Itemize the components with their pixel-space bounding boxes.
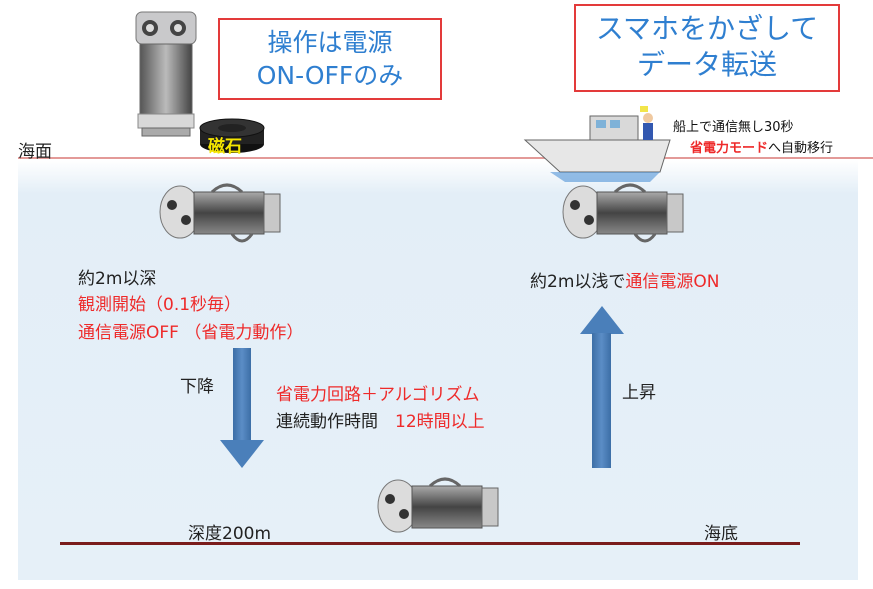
device-ascending-illustration [562, 183, 684, 243]
device-upright-illustration [135, 11, 197, 137]
callout-operation: 操作は電源 ON-OFFのみ [218, 18, 442, 100]
continuous-prefix: 連続動作時間 [276, 412, 395, 432]
seabed-label: 海底 [704, 524, 738, 544]
ascend-label: 上昇 [622, 383, 656, 403]
shallow-label: 約2m以浅で通信電源ON [530, 267, 720, 292]
magnet-illustration [199, 118, 265, 153]
ascend-arrow-shaft [592, 333, 611, 468]
device-seabed-illustration [377, 477, 499, 533]
callout-transfer: スマホをかざして データ転送 [574, 4, 840, 92]
shallow-prefix: 約2m以浅で [530, 272, 626, 292]
descend-arrow-shaft [233, 348, 251, 443]
depth-deep-label: 約2m以深 [78, 269, 157, 289]
seabed-line [60, 542, 800, 545]
callout-transfer-line1: スマホをかざして [595, 12, 819, 45]
callout-operation-line2: ON-OFFのみ [256, 61, 404, 90]
continuous-hours: 12時間以上 [395, 412, 485, 432]
sea-surface-line [18, 157, 873, 159]
auto-transition-text: へ自動移行 [768, 141, 834, 156]
depth-200-label: 深度200m [188, 524, 272, 544]
ascend-arrow-head [580, 306, 624, 334]
callout-transfer-line2: データ転送 [636, 48, 777, 81]
comm-on-text: 通信電源ON [625, 272, 720, 292]
descend-arrow-head [220, 440, 264, 468]
power-circuit-label: 省電力回路＋アルゴリズム [276, 385, 480, 405]
magnet-label: 磁石 [208, 137, 242, 157]
continuous-time-label: 連続動作時間 12時間以上 [276, 407, 485, 432]
boat-note-line1: 船上で通信無し30秒 [673, 120, 794, 135]
boat-note-line2: 省電力モードへ自動移行 [690, 137, 833, 156]
power-save-mode-text: 省電力モード [690, 141, 769, 156]
sea-surface-label: 海面 [18, 142, 52, 162]
callout-operation-line1: 操作は電源 [267, 28, 393, 57]
device-descending-illustration [159, 183, 281, 243]
comm-off-label: 通信電源OFF （省電力動作） [78, 323, 304, 343]
boat-illustration [523, 106, 671, 182]
descend-label: 下降 [180, 377, 214, 397]
measure-start-label: 観測開始（0.1秒毎） [78, 295, 242, 315]
